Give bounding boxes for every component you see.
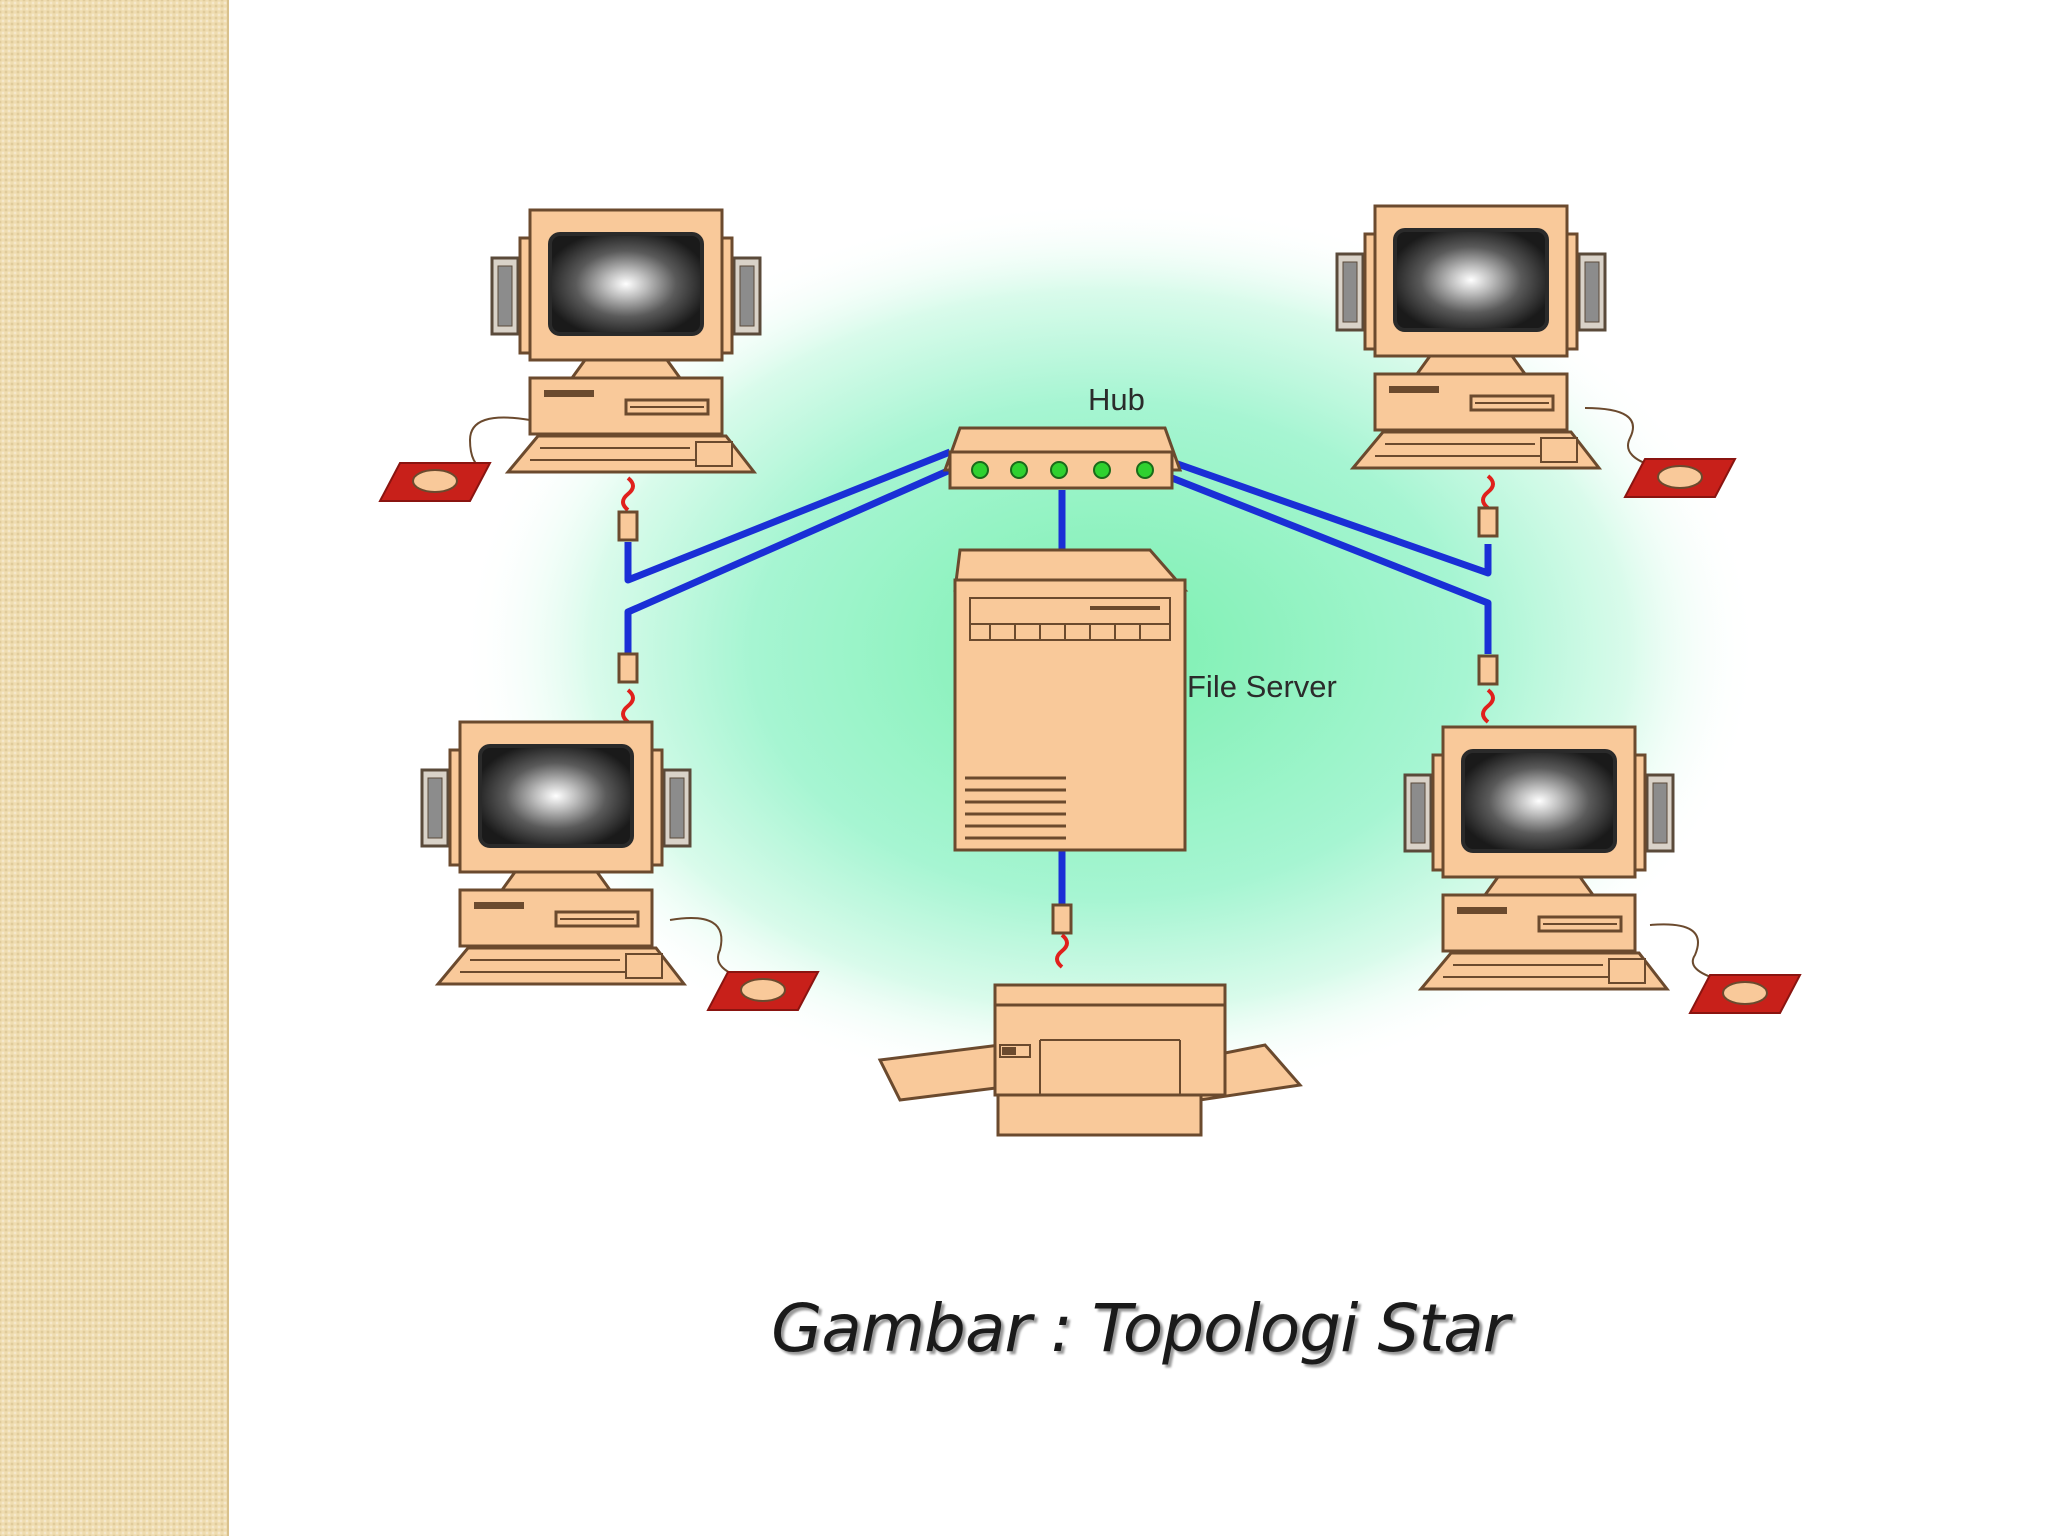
mousepad-top-left (379, 462, 491, 502)
computer-top-right (1335, 204, 1607, 470)
file-server-label: File Server (1187, 669, 1337, 704)
hub (942, 426, 1183, 490)
link-squiggles (621, 474, 1495, 969)
decorative-side-band (0, 0, 229, 1536)
mousepad-bottom-left (707, 971, 819, 1011)
computer-top-left (490, 208, 762, 474)
file-server (953, 548, 1189, 852)
computer-bottom-left (420, 720, 692, 986)
mousepad-top-right (1624, 458, 1736, 498)
computer-bottom-right (1403, 725, 1675, 991)
figure-caption: Gambar : Topologi Star (771, 1290, 1510, 1367)
printer (877, 983, 1303, 1137)
hub-label: Hub (1088, 382, 1145, 417)
network-cables (624, 448, 1492, 905)
mousepad-bottom-right (1689, 974, 1801, 1014)
